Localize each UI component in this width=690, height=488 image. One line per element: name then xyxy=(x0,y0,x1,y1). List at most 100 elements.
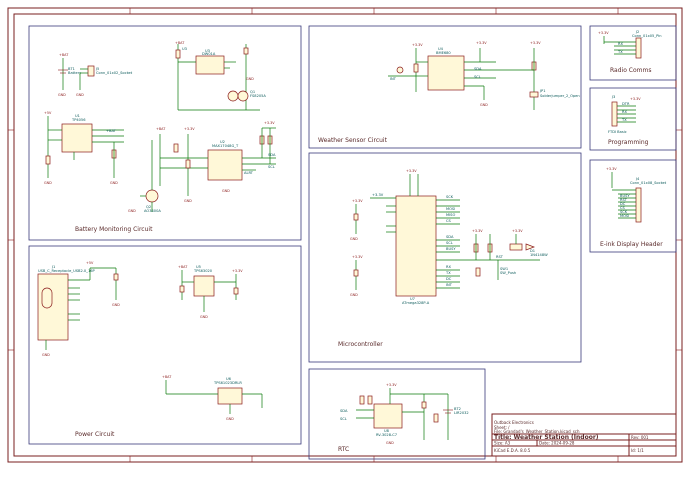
svg-text:+BAT: +BAT xyxy=(59,53,69,57)
title-block: Outback Electronics Sheet: / File: Grand… xyxy=(491,413,677,457)
svg-text:Q2: Q2 xyxy=(146,205,151,209)
title-block-file: File: Grandad's_Weather_Station.kicad_sc… xyxy=(494,429,580,434)
svg-text:+3.3V: +3.3V xyxy=(606,167,617,171)
svg-text:TX: TX xyxy=(617,50,623,54)
svg-text:+3.3V: +3.3V xyxy=(512,229,523,233)
svg-text:ALRT: ALRT xyxy=(244,171,254,175)
ic-u6: U6 TPS61023DRLR +BAT GND xyxy=(162,375,263,421)
svg-text:U4: U4 xyxy=(438,47,444,51)
mosfet-q2: Q2 AO3400A GND xyxy=(128,140,161,213)
svg-text:GND: GND xyxy=(112,303,120,307)
svg-text:INT: INT xyxy=(446,283,453,287)
svg-text:BUSY: BUSY xyxy=(620,194,630,198)
svg-text:U6: U6 xyxy=(226,377,232,381)
svg-text:SCL: SCL xyxy=(340,417,347,421)
svg-text:GND: GND xyxy=(110,181,118,185)
svg-text:U3: U3 xyxy=(182,47,187,51)
battery-bt2: BT2 LIR2032 xyxy=(443,407,469,415)
svg-text:SCL: SCL xyxy=(474,75,481,79)
svg-text:GND: GND xyxy=(246,77,254,81)
svg-text:+5V: +5V xyxy=(44,111,52,115)
svg-text:GND: GND xyxy=(226,417,234,421)
svg-text:DW01A: DW01A xyxy=(202,52,216,56)
svg-text:RX: RX xyxy=(618,42,623,46)
usb-j1: J1 USB_C_Receptacle_USB2.0_16P +5V GND G… xyxy=(37,261,120,357)
svg-text:USB_C_Receptacle_USB2.0_16P: USB_C_Receptacle_USB2.0_16P xyxy=(38,269,96,273)
svg-text:TP4056: TP4056 xyxy=(71,118,86,122)
ic-u1: U1 TP4056 +5V GND GND +BAT xyxy=(44,111,124,185)
sheet-battery-title: Battery Monitoring Circuit xyxy=(75,226,153,233)
svg-text:+3.3V: +3.3V xyxy=(406,169,417,173)
title-block-company: Outback Electronics xyxy=(494,420,534,425)
svg-text:GND: GND xyxy=(350,237,358,241)
svg-text:BUSY: BUSY xyxy=(446,247,456,251)
svg-text:DC: DC xyxy=(446,277,452,281)
sheet-radio xyxy=(589,25,677,81)
mcu-u7: U7 ATmega328P-A +3.3V +3.3V xyxy=(350,169,540,305)
svg-text:J4: J4 xyxy=(635,177,640,181)
svg-text:SCK: SCK xyxy=(620,210,628,214)
svg-text:+BAT: +BAT xyxy=(106,129,117,133)
title-block-sheet: Sheet: / xyxy=(494,425,510,430)
svg-text:+BAT: +BAT xyxy=(156,127,166,131)
svg-text:INT: INT xyxy=(390,77,397,81)
svg-text:+3.3V: +3.3V xyxy=(476,41,487,45)
svg-text:ATmega328P-A: ATmega328P-A xyxy=(402,301,430,305)
svg-text:FTDI Basic: FTDI Basic xyxy=(608,130,627,134)
svg-text:GND: GND xyxy=(200,315,208,319)
svg-text:DC: DC xyxy=(620,202,626,206)
svg-text:GND: GND xyxy=(480,103,488,107)
svg-text:TPS61023DRLR: TPS61023DRLR xyxy=(213,381,242,385)
svg-text:+3.3V: +3.3V xyxy=(630,97,641,101)
sheet-rtc-title: RTC xyxy=(338,446,349,453)
svg-text:SCL: SCL xyxy=(268,165,275,169)
svg-text:Conn_01x02_Socket: Conn_01x02_Socket xyxy=(96,71,133,75)
jumper-jp1: JP1 Solderjumper_2_Open xyxy=(529,89,580,98)
connector-j3: J3 FTDI Basic DTR RX TX +3.3V xyxy=(608,95,641,134)
svg-text:+3.3V: +3.3V xyxy=(264,121,275,125)
title-block-date: Date: 2024-09-28 xyxy=(539,441,575,446)
svg-text:SCL: SCL xyxy=(446,241,453,245)
svg-text:U7: U7 xyxy=(410,297,415,301)
svg-text:FS8205A: FS8205A xyxy=(250,94,266,98)
svg-text:+3.3V: +3.3V xyxy=(386,383,397,387)
svg-text:BT2: BT2 xyxy=(454,407,461,411)
connector-j4: J4 Conn_01x08_Socket +3.3V BUSY RST DC C… xyxy=(606,167,667,223)
svg-text:SDA: SDA xyxy=(340,409,348,413)
svg-text:GND: GND xyxy=(128,209,136,213)
svg-text:D1: D1 xyxy=(530,249,535,253)
sheet-eink xyxy=(589,159,677,253)
sensor-u4: U4 BME680 +3.3V +3.3V +3.3V SDA SCL INT … xyxy=(388,41,541,110)
svg-text:+3.3V: +3.3V xyxy=(232,269,243,273)
svg-text:U1: U1 xyxy=(75,114,80,118)
sheet-eink-title: E-ink Display Header xyxy=(600,241,663,248)
battery-bt1: BT1 Battery +BAT GND xyxy=(58,53,82,97)
svg-text:CS: CS xyxy=(446,219,452,223)
svg-text:+BAT: +BAT xyxy=(162,375,172,379)
svg-text:LIR2032: LIR2032 xyxy=(454,411,469,415)
svg-text:U2: U2 xyxy=(220,140,225,144)
button-sw1: SW1 SW_Push xyxy=(497,260,516,280)
svg-text:Q1: Q1 xyxy=(250,90,255,94)
svg-text:+3.3V: +3.3V xyxy=(184,127,195,131)
sheet-weather xyxy=(308,25,582,149)
svg-text:1N4148W: 1N4148W xyxy=(530,253,548,257)
svg-text:+5V: +5V xyxy=(86,261,94,265)
title-block-size: Size: A3 xyxy=(494,441,511,446)
sheet-battery xyxy=(28,25,302,241)
svg-text:RST: RST xyxy=(496,255,504,259)
svg-text:Solderjumper_2_Open: Solderjumper_2_Open xyxy=(540,94,580,98)
svg-text:+3.3V: +3.3V xyxy=(352,199,363,203)
svg-text:U5: U5 xyxy=(196,265,201,269)
sheet-prog xyxy=(589,87,677,151)
svg-text:BT1: BT1 xyxy=(68,67,75,71)
svg-text:Conn_01x05_Pin: Conn_01x05_Pin xyxy=(632,34,662,38)
svg-text:SDA: SDA xyxy=(268,153,276,157)
svg-text:GND: GND xyxy=(222,189,230,193)
title-block-tool: KiCad E.D.A. 8.0.5 xyxy=(494,448,531,453)
sheet-micro xyxy=(308,152,582,363)
svg-text:U3: U3 xyxy=(205,49,210,53)
svg-text:Conn_01x08_Socket: Conn_01x08_Socket xyxy=(630,181,667,185)
title-block-id: Id: 1/1 xyxy=(631,448,644,453)
svg-text:J3: J3 xyxy=(611,95,615,99)
